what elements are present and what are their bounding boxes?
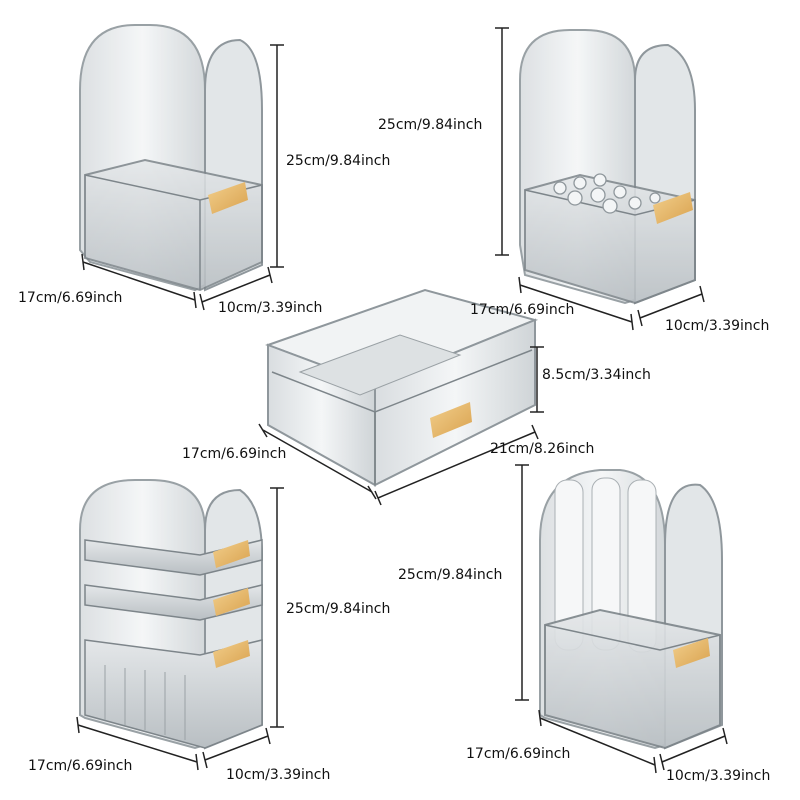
dimension-label-width: 17cm/6.69inch bbox=[18, 290, 123, 306]
dimension-label-depth: 10cm/3.39inch bbox=[665, 318, 770, 334]
dimension-label-height: 25cm/9.84inch bbox=[398, 567, 503, 583]
dimension-label-depth: 10cm/3.39inch bbox=[218, 300, 323, 316]
organizer-bottom-left bbox=[79, 479, 263, 750]
dimension-label-height: 8.5cm/3.34inch bbox=[542, 367, 651, 383]
dimension-label-height: 25cm/9.84inch bbox=[286, 153, 391, 169]
dimension-label-height: 25cm/9.84inch bbox=[286, 601, 391, 617]
organizer-top-left bbox=[79, 24, 263, 292]
dimension-label-width: 17cm/6.69inch bbox=[470, 302, 575, 318]
dimension-label-width: 17cm/6.69inch bbox=[182, 446, 287, 462]
label-tag-icon bbox=[430, 402, 472, 438]
label-tag-icon bbox=[673, 638, 710, 668]
dimension-label-height: 25cm/9.84inch bbox=[378, 117, 483, 133]
drawer-box-center bbox=[265, 288, 539, 487]
organizer-top-right bbox=[519, 29, 696, 305]
dimension-label-width: 17cm/6.69inch bbox=[466, 746, 571, 762]
dimension-label-width: 17cm/6.69inch bbox=[28, 758, 133, 774]
label-tag-icon bbox=[213, 588, 250, 616]
label-tag-icon bbox=[653, 192, 693, 224]
dimension-label-depth: 21cm/8.26inch bbox=[490, 441, 595, 457]
label-tag-icon bbox=[213, 540, 250, 568]
label-tag-icon bbox=[213, 640, 250, 668]
dimension-lines bbox=[76, 27, 728, 774]
organizer-bottom-right bbox=[539, 469, 723, 750]
dimension-label-depth: 10cm/3.39inch bbox=[226, 767, 331, 783]
dimension-label-depth: 10cm/3.39inch bbox=[666, 768, 771, 784]
label-tag-icon bbox=[208, 182, 248, 214]
